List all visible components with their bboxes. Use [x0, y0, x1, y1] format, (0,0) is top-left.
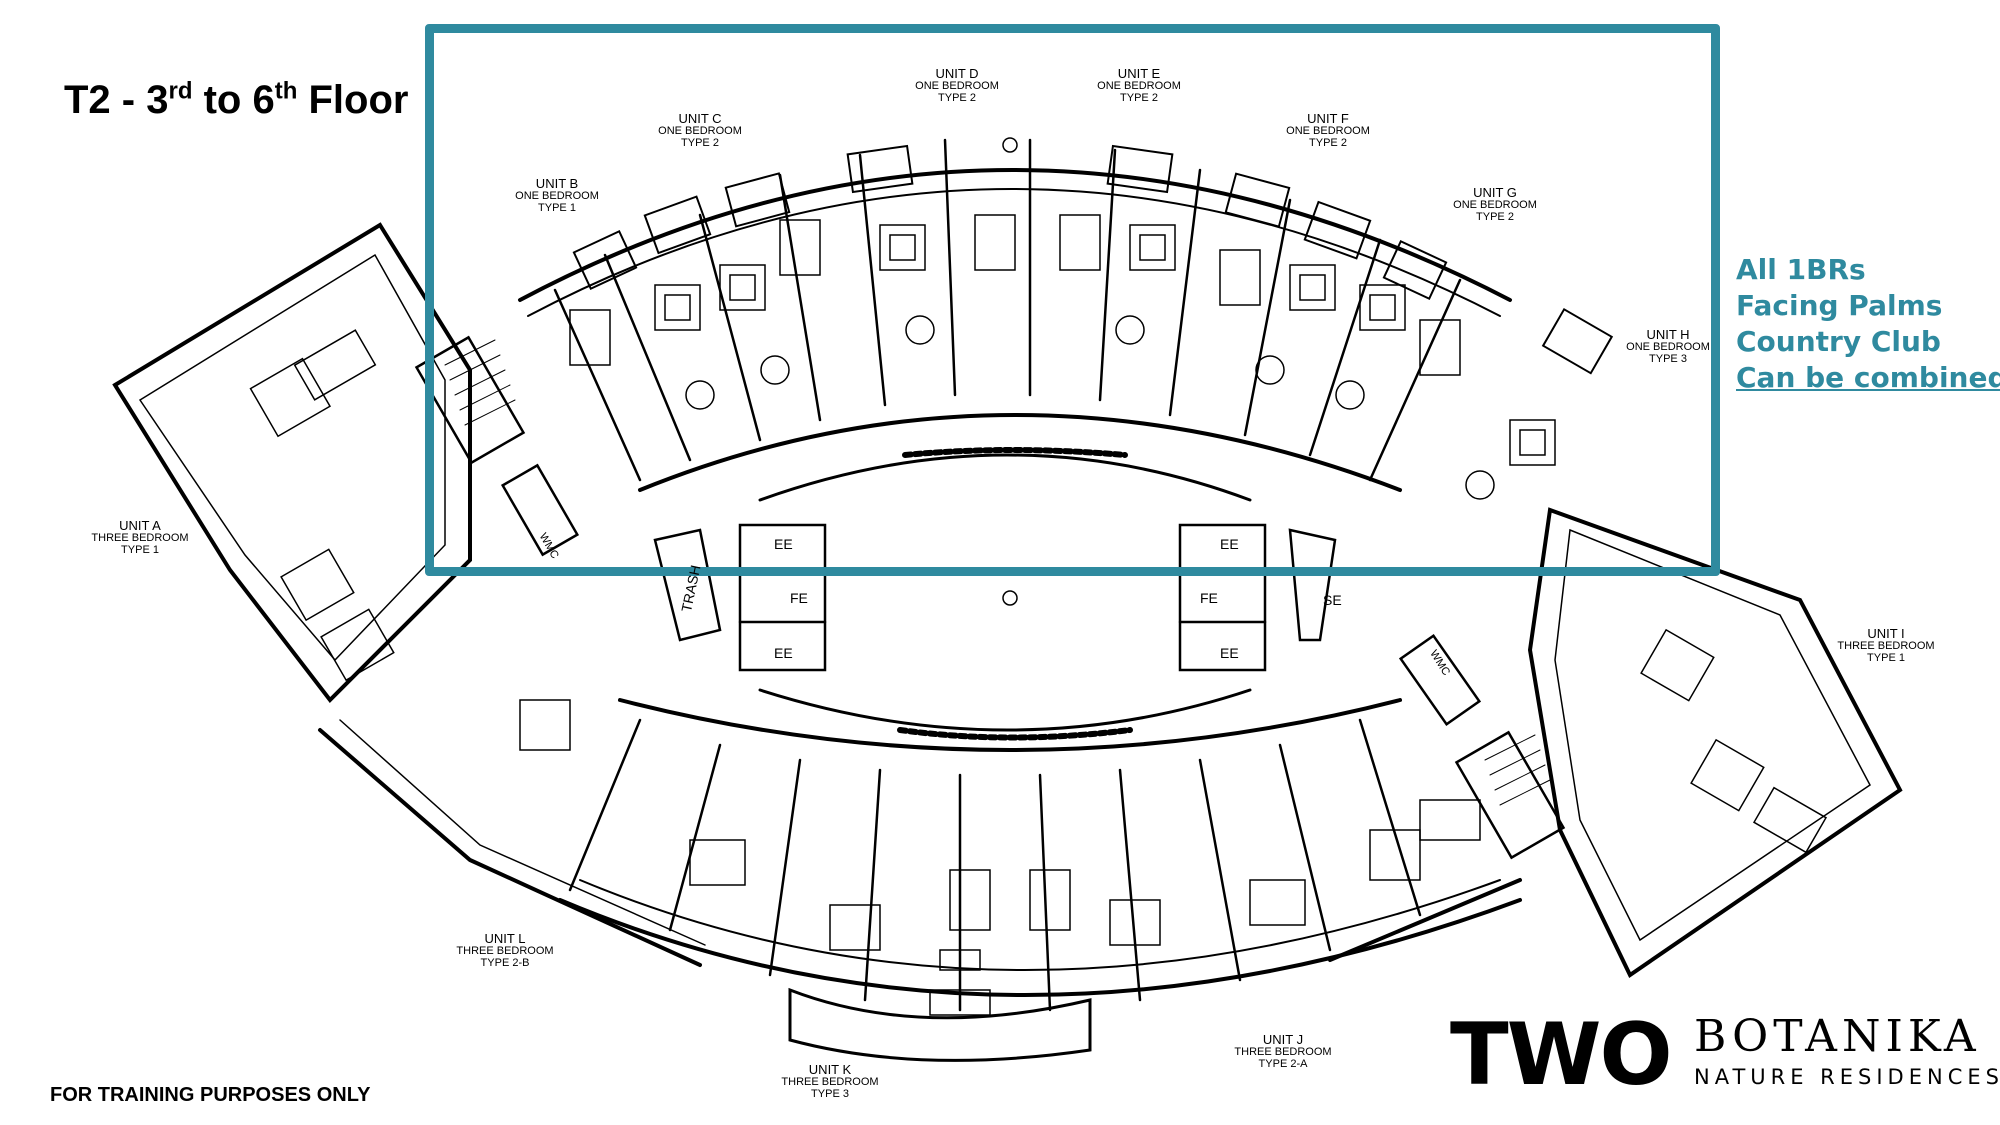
south-block-inner-wall [618, 698, 1402, 752]
page-title: T2 - 3rd to 6th Floor [64, 77, 409, 122]
service-room-se [1288, 528, 1337, 642]
south-block-outer-wall [558, 898, 1522, 997]
ee-label-2: EE [774, 645, 793, 661]
two-botanika-logo: TWO BOTANIKA NATURE RESIDENCES [1450, 1005, 1999, 1105]
unit-k-bay [788, 987, 1092, 1062]
ee-label-4: EE [1220, 645, 1239, 661]
logo-botanika-wordmark: BOTANIKA [1694, 1011, 1981, 1062]
courtyard-north-edge [758, 453, 1252, 502]
core-right-lifts [1178, 523, 1267, 672]
unit-a-inner [138, 253, 446, 662]
note-line-1: All 1BRs [1736, 253, 1866, 286]
wmc-left [500, 463, 580, 557]
highlight-note: All 1BRs Facing Palms Country Club Can b… [1736, 252, 2000, 396]
note-line-3: Country Club [1736, 325, 1941, 358]
logo-two-wordmark: TWO [1450, 1005, 1673, 1105]
logo-nature-residences: NATURE RESIDENCES [1694, 1065, 2000, 1089]
north-block-outer-wall [518, 168, 1512, 302]
courtyard-south-edge [758, 688, 1252, 732]
unit-l-balcony [318, 728, 702, 967]
ee-label-1: EE [774, 536, 793, 552]
trash-room [653, 528, 722, 642]
unit-a-outline [112, 222, 472, 704]
north-block-outer-wall-inner [527, 188, 1501, 317]
unit-i-inner [1554, 528, 1871, 942]
note-line-2: Facing Palms [1736, 289, 1943, 322]
training-disclaimer: FOR TRAINING PURPOSES ONLY [50, 1084, 371, 1106]
note-line-4: Can be combined [1736, 361, 2000, 394]
ee-label-3: EE [1220, 536, 1239, 552]
wmc-right [1398, 634, 1482, 726]
core-left-lifts [738, 523, 827, 672]
fe-label-1: FE [790, 590, 808, 606]
one-bedroom-highlight-box [425, 24, 1720, 576]
stair-right [1454, 730, 1566, 860]
stair-left [414, 335, 526, 465]
south-block-outer-wall-inner [579, 879, 1501, 971]
fe-label-2: FE [1200, 590, 1218, 606]
unit-i-outline [1527, 507, 1903, 978]
north-block-inner-wall [638, 413, 1402, 492]
se-label: SE [1323, 592, 1342, 608]
